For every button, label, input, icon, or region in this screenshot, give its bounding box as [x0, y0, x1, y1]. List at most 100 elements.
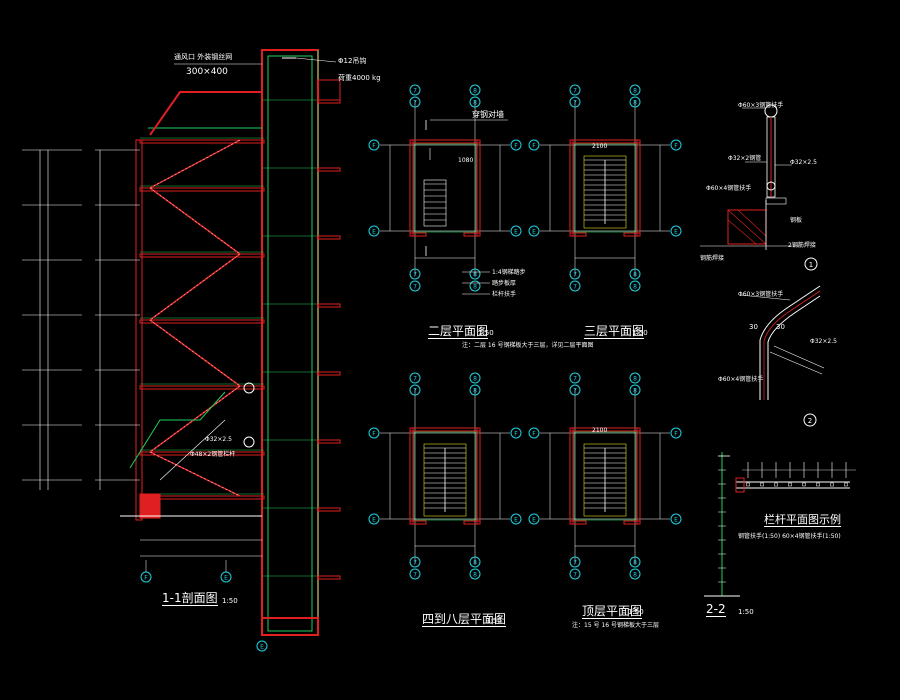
- shaft-inner: [267, 55, 313, 632]
- plan2-bubble-f2-label: F: [514, 143, 518, 150]
- plan3-bubble-7b: [569, 96, 581, 108]
- plantop-bubble-8d: [629, 568, 641, 580]
- plan3-inner: [573, 143, 637, 233]
- plan3-bubble-7d: [569, 280, 581, 292]
- plan3-wall-right: [636, 139, 641, 237]
- plan48-bubble-8-label: 8: [473, 376, 477, 383]
- top-note: 注：15 号 16 号钢梯板大于三层: [572, 622, 659, 629]
- floor-slab-right: [317, 575, 341, 580]
- plan48-bubble-8c: [469, 556, 481, 568]
- d2-note-2: Φ32×2.5: [810, 338, 837, 345]
- plan3-bubble-7-label: 7: [573, 88, 577, 95]
- d1-hatch: [727, 219, 757, 245]
- plan48-bubble-e-label: E: [372, 517, 376, 524]
- stair-flight: [149, 139, 241, 189]
- detail-callout-1: [243, 382, 255, 394]
- plan3-bubble-7: [569, 84, 581, 96]
- section-left-wall: [135, 139, 143, 521]
- plan2-bubble-8: [469, 84, 481, 96]
- plan2-title: 二层平面图: [428, 324, 489, 339]
- plan3-bubble-8b: [629, 96, 641, 108]
- d1-callout-label: 1: [809, 261, 813, 269]
- d2-callout: [803, 413, 817, 427]
- d1-callout: [804, 257, 818, 271]
- plan3-wall-bl: [569, 232, 587, 237]
- ground-stair-line: [159, 419, 226, 481]
- rail-section-label: 2-2: [706, 602, 726, 617]
- plan2-wall-bl: [409, 232, 427, 237]
- plan48-bubble-7d: [409, 568, 421, 580]
- plan3-wall-br: [623, 232, 641, 237]
- plan3-bubble-f2: [670, 139, 682, 151]
- plan2-callout-3: 栏杆扶手: [492, 291, 517, 298]
- plan3-bubble-e2-label: E: [674, 229, 678, 236]
- plantop-wall-br: [623, 520, 641, 525]
- d1-plate-top: [765, 197, 787, 205]
- plan48-wall-left: [409, 427, 414, 525]
- plan2-bubble-e2: [510, 225, 522, 237]
- plantop-wall-right: [636, 427, 641, 525]
- plan2-bubble-8b-label: 8: [473, 100, 477, 107]
- plan48-bubble-f: [368, 427, 380, 439]
- plan48-bubble-e2-label: E: [514, 517, 518, 524]
- d2-rail-inner: [767, 295, 821, 400]
- d2-bar: [769, 351, 823, 375]
- vent-parapet: [149, 91, 262, 136]
- hook-leader: [295, 57, 337, 63]
- d2-note-1: Φ60×3钢管扶手: [738, 291, 784, 298]
- plan48-stair-box: [423, 443, 467, 517]
- plantop-bubble-8b: [629, 384, 641, 396]
- plan2-ladder: [423, 179, 447, 227]
- plan48-bubble-7b: [409, 384, 421, 396]
- plan2-bubble-7b-label: 7: [413, 100, 417, 107]
- plan2-bubble-7: [409, 84, 421, 96]
- plantop-wall-left: [569, 427, 574, 525]
- plan48-bubble-e: [368, 513, 380, 525]
- plantop-bubble-8c: [629, 556, 641, 568]
- plan48-bubble-7c: [409, 556, 421, 568]
- stair-nosing: [149, 385, 241, 453]
- plan3-bubble-e2: [670, 225, 682, 237]
- plan48-dim: 2100: [592, 427, 608, 434]
- stair-nosing: [149, 253, 241, 321]
- rail-end-cap: [735, 477, 745, 493]
- d2-note-3: Φ60×4钢管扶手: [718, 376, 764, 383]
- vent-note-2: 300×400: [186, 67, 228, 77]
- plan3-bubble-8c-label: 8: [633, 272, 637, 279]
- rail-post-foot: [816, 482, 820, 487]
- rail-section-scale: 1:50: [738, 608, 754, 616]
- plan48-bubble-7d-label: 7: [413, 572, 417, 579]
- plan3-bubble-8-label: 8: [633, 88, 637, 95]
- d1-note-5: 钢板: [790, 217, 803, 224]
- plan48-bubble-8c-label: 8: [473, 560, 477, 567]
- d2-dim-2: 30: [776, 323, 785, 331]
- plan3-bubble-f: [528, 139, 540, 151]
- plantop-bubble-8: [629, 372, 641, 384]
- plan3-bubble-f-label: F: [532, 143, 536, 150]
- detail-callout-2: [243, 436, 255, 448]
- plan2-bubble-8c-label: 8: [473, 272, 477, 279]
- floor-slab-right: [317, 439, 341, 444]
- rail-post-foot: [760, 482, 764, 487]
- plan2-scale: 1:50: [478, 329, 494, 337]
- plan2-wall-left: [409, 139, 414, 237]
- plantop-bubble-7c: [569, 556, 581, 568]
- plan3-stair-box: [583, 155, 627, 229]
- plantop-bubble-8b-label: 8: [633, 388, 637, 395]
- plan2-bubble-8d-label: 8: [473, 284, 477, 291]
- axis-bubble-shaft: [256, 640, 268, 652]
- d1-note-6: 钢筋焊接: [700, 255, 725, 262]
- d1-hatch: [737, 209, 767, 237]
- shaft-pit: [261, 617, 319, 636]
- plan3-bubble-7c-label: 7: [573, 272, 577, 279]
- d1-note-7: 2钢筋焊接: [788, 242, 816, 249]
- d1-note-3: Φ32×2.5: [790, 159, 817, 166]
- plan2-top-note: 穿钢对墙: [472, 110, 504, 119]
- d1-tube-low: [766, 181, 776, 191]
- landing-slab: [139, 253, 265, 258]
- plan48-bubble-7-label: 7: [413, 376, 417, 383]
- plan3-bubble-7d-label: 7: [573, 284, 577, 291]
- rail-post-foot: [844, 482, 848, 487]
